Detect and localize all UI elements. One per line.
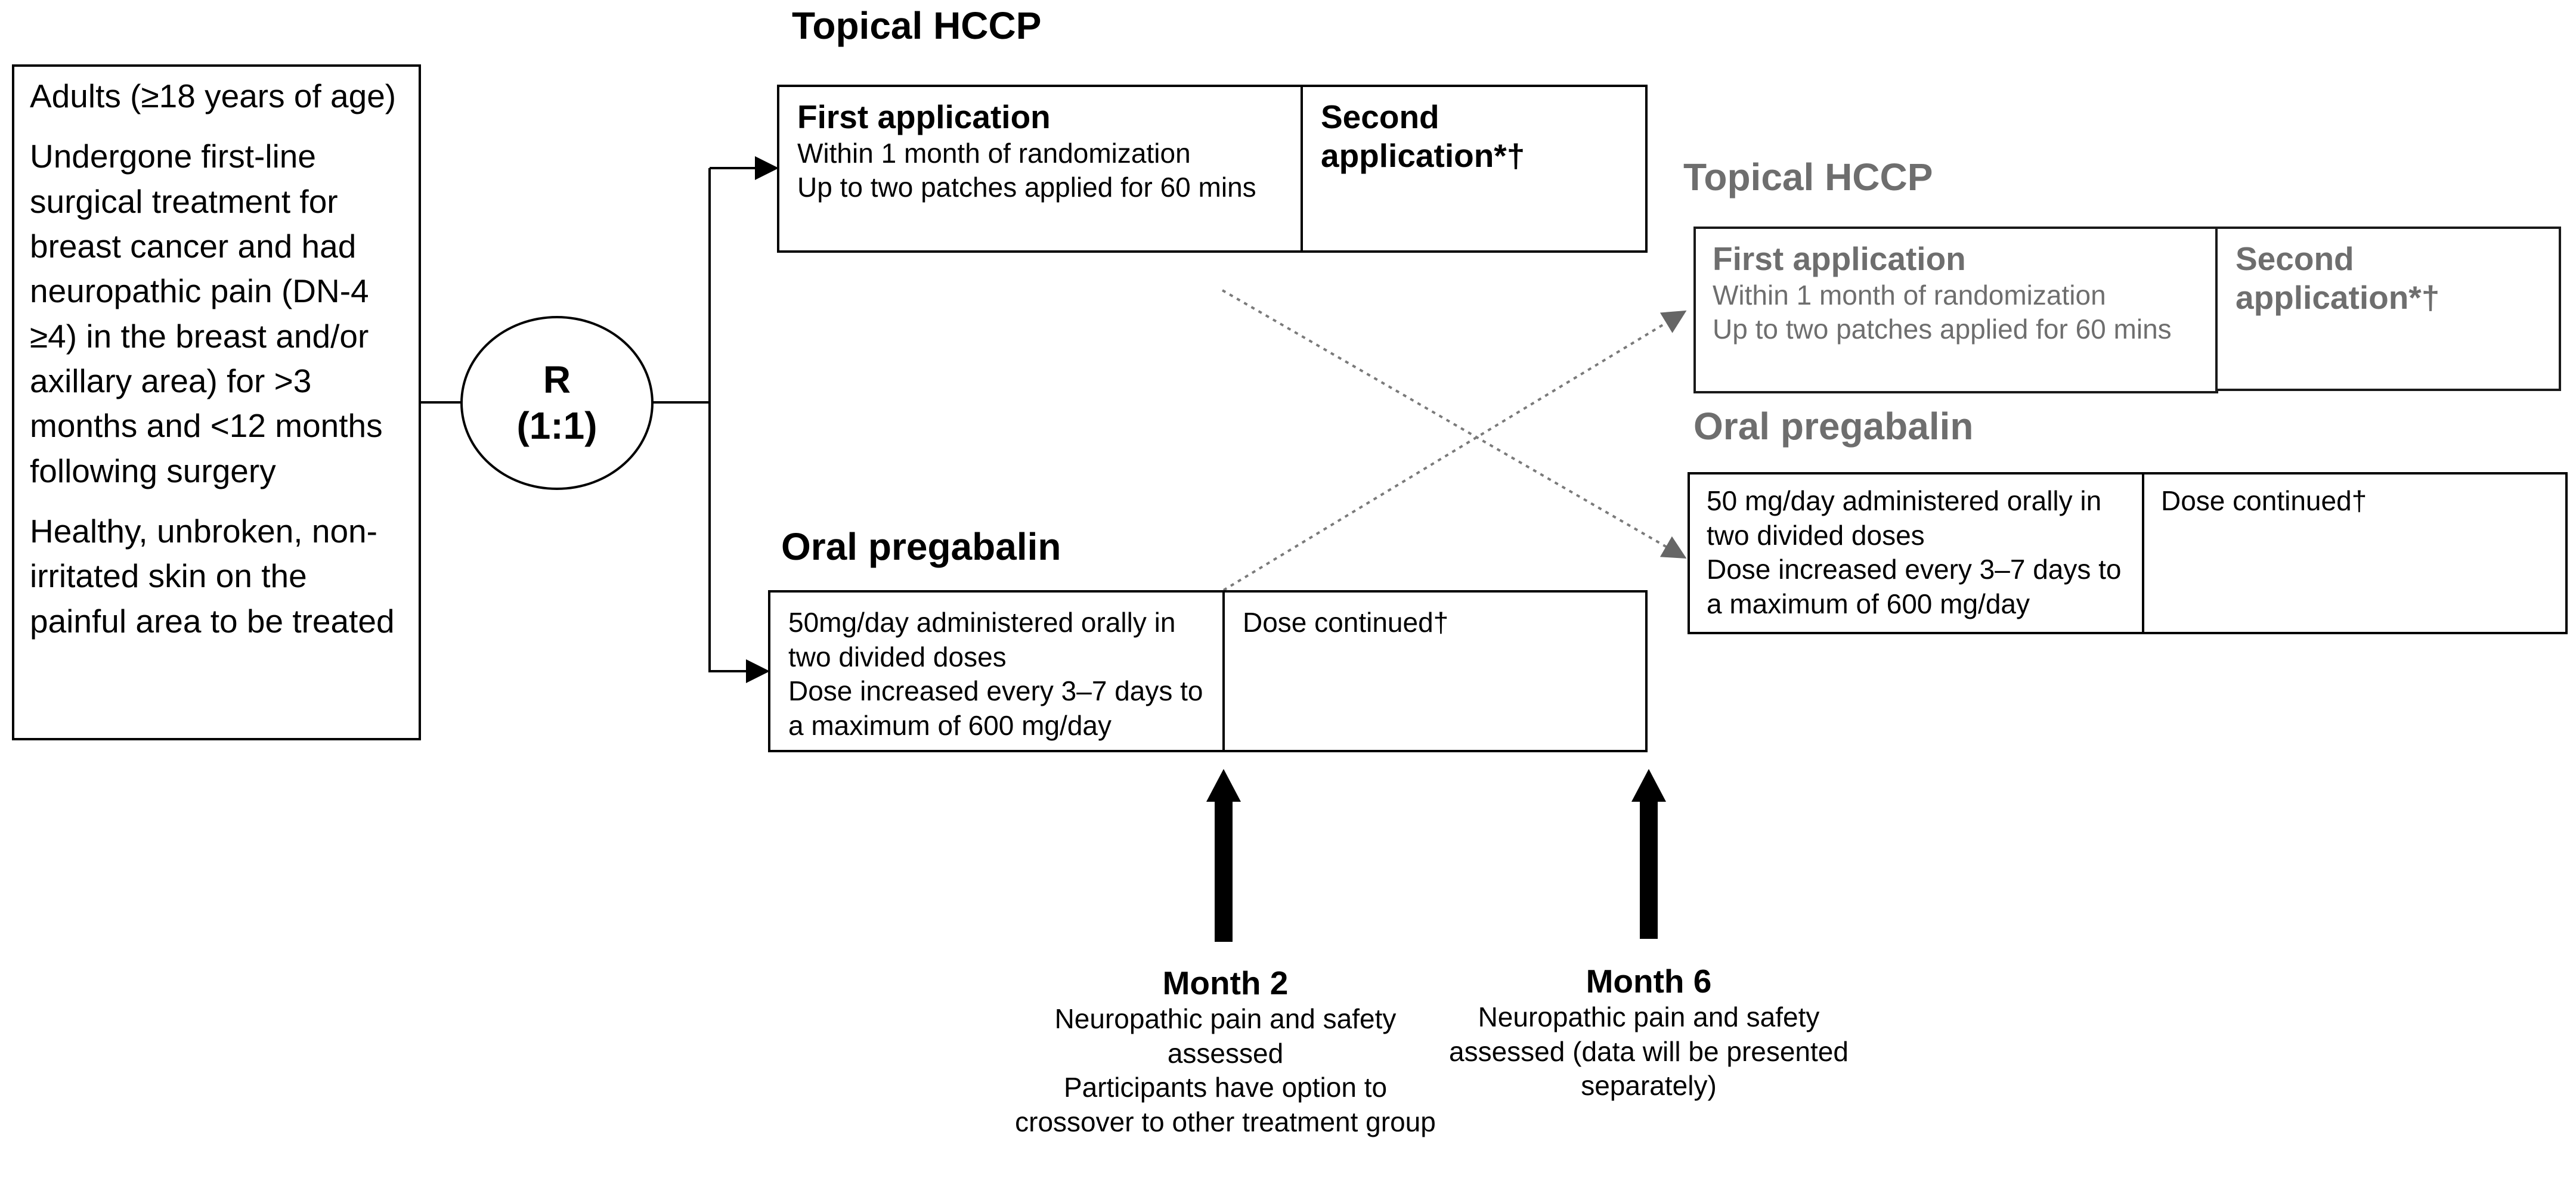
timepoint-description: Neuropathic pain and safety assessed (da… [1449,1001,1849,1102]
crossover-pregabalin-continued-box: Dose continued† [2142,472,2568,634]
hccp-second-application-box: Second application*† [1301,85,1648,253]
pregabalin-continued-box: Dose continued† [1222,590,1648,752]
crossover-pregabalin-initial-box: 50 mg/day administered orally in two div… [1688,472,2144,634]
pregabalin-continued-text: Dose continued† [1243,607,1449,638]
month-6-arrow-head [1631,769,1666,802]
eligibility-criterion: Healthy, unbroken, non-irritated skin on… [30,513,395,640]
crossover-hccp-first-application-line: Up to two patches applied for 60 mins [1713,314,2172,345]
crossover-pregabalin-title: Oral pregabalin [1693,405,1974,448]
eligibility-box: Adults (≥18 years of age) Undergone firs… [12,64,421,740]
timepoint-month-6: Month 6 Neuropathic pain and safety asse… [1449,963,1849,1103]
crossover-hccp-first-application-heading: First application [1713,240,1966,277]
month-2-arrow-head [1206,769,1241,802]
pregabalin-initial-line: 50mg/day administered orally in two divi… [788,607,1176,672]
crossover-hccp-first-application-line: Within 1 month of randomization [1713,279,2106,311]
hccp-second-application-heading: Second application*† [1321,98,1525,174]
crossover-pregabalin-continued-text: Dose continued† [2161,485,2367,516]
crossover-hccp-to-pregabalin-arrow [1221,289,1687,559]
timepoint-label: Month 2 [1162,964,1289,1001]
eligibility-criterion: Undergone first-line surgical treatment … [30,138,383,489]
hccp-first-application-line: Up to two patches applied for 60 mins [797,172,1256,203]
hccp-arm-title: Topical HCCP [792,4,1042,47]
crossover-hccp-title: Topical HCCP [1683,156,1933,199]
eligibility-criterion: Adults (≥18 years of age) [30,77,397,114]
hccp-first-application-heading: First application [797,98,1051,135]
crossover-hccp-second-application-heading: Second application*† [2236,240,2440,316]
timepoint-month-2: Month 2 Neuropathic pain and safety asse… [1002,964,1449,1139]
crossover-hccp-second-application-box: Second application*† [2215,227,2561,391]
timepoint-description: Neuropathic pain and safety assessed [1054,1003,1397,1069]
hccp-first-application-line: Within 1 month of randomization [797,137,1191,169]
pregabalin-arm-title: Oral pregabalin [781,525,1061,568]
crossover-hccp-first-application-box: First application Within 1 month of rand… [1693,227,2218,393]
timepoint-label: Month 6 [1586,963,1712,1000]
timepoint-description: Participants have option to crossover to… [1015,1072,1436,1137]
randomization-ratio: (1:1) [516,404,597,447]
randomization-letter: R [543,358,571,402]
crossover-pregabalin-initial-line: 50 mg/day administered orally in two div… [1707,485,2102,551]
crossover-pregabalin-initial-line: Dose increased every 3–7 days to a maxim… [1707,554,2122,619]
hccp-first-application-box: First application Within 1 month of rand… [777,85,1303,253]
pregabalin-initial-line: Dose increased every 3–7 days to a maxim… [788,675,1203,741]
crossover-pregabalin-to-hccp-arrow [1222,310,1687,591]
pregabalin-initial-box: 50mg/day administered orally in two divi… [768,590,1225,752]
randomization-circle: R (1:1) [460,316,654,490]
